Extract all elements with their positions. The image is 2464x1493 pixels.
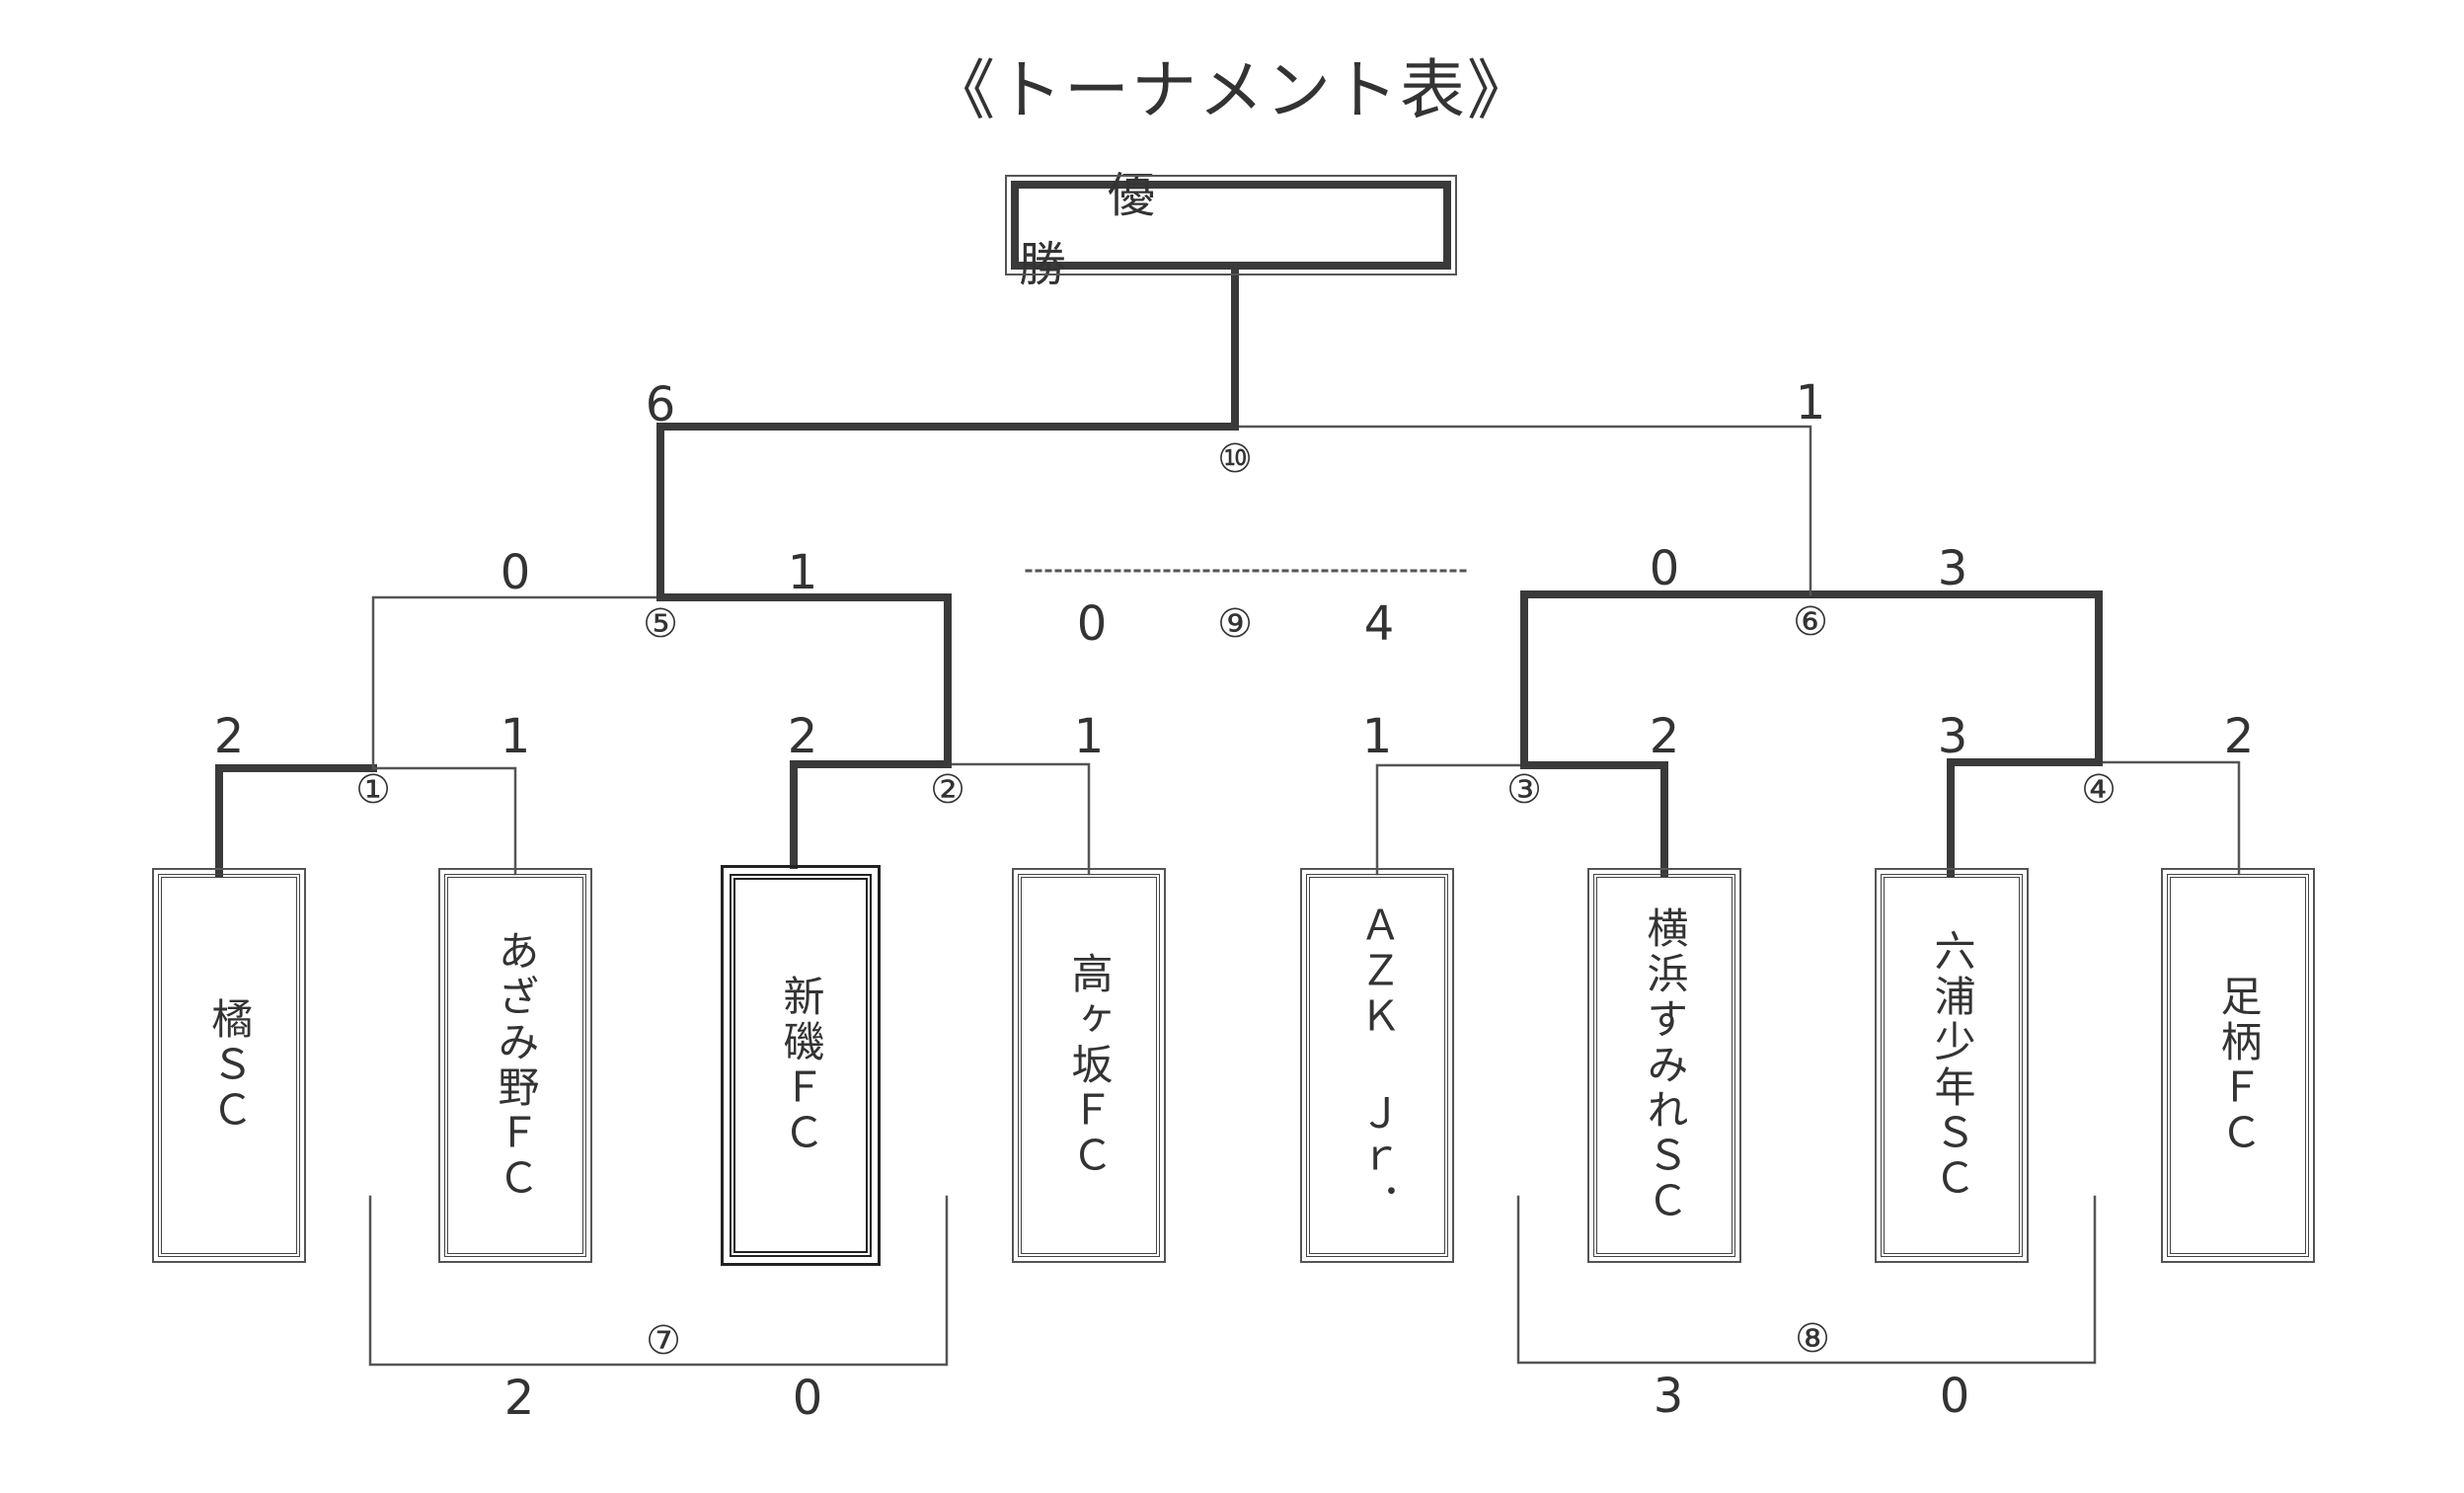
match3-score-right: 2	[1649, 709, 1680, 764]
match2-number: ②	[930, 767, 965, 813]
match7-bracket-line	[368, 1195, 949, 1367]
third-place-score-left: 0	[1076, 596, 1108, 652]
match3-winner-line	[1520, 761, 1668, 878]
team-box-5: ＡＺＫ Ｊｒ．	[1300, 868, 1454, 1263]
match6-score-left: 0	[1649, 541, 1680, 596]
match6-winner-line	[1807, 590, 2103, 766]
team-box-3-champion: 新磯ＦＣ	[721, 865, 881, 1266]
match8-score-left: 3	[1653, 1369, 1684, 1424]
match5-score-right: 1	[787, 545, 818, 600]
match2-score-left: 2	[787, 709, 818, 764]
match6-score-right: 3	[1937, 541, 1968, 596]
match1-winner-line	[215, 764, 377, 878]
team-box-6: 横浜すみれＳＣ	[1587, 868, 1741, 1263]
third-place-number: ⑨	[1217, 601, 1253, 647]
team-box-2: あざみ野ＦＣ	[438, 868, 592, 1263]
match7-number: ⑦	[646, 1318, 681, 1364]
match7-score-left: 2	[503, 1371, 535, 1426]
match3-number: ③	[1506, 767, 1542, 813]
final-number: ⑩	[1217, 436, 1253, 482]
match8-score-right: 0	[1939, 1369, 1970, 1424]
match4-score-left: 3	[1937, 709, 1968, 764]
match4-number: ④	[2081, 767, 2117, 813]
final-winner-line	[656, 423, 1239, 601]
match2-score-right: 1	[1073, 709, 1105, 764]
match1-score-left: 2	[213, 709, 245, 764]
match4-winner-line	[1947, 758, 2103, 878]
final-score-left: 6	[645, 377, 676, 432]
team-box-7: 六浦少年ＳＣ	[1875, 868, 2029, 1263]
champion-box: 優 勝	[1005, 168, 1457, 292]
match5-score-left: 0	[500, 545, 531, 600]
page-title: 《トーナメント表》	[930, 52, 1534, 128]
match8-bracket-line	[1516, 1195, 2097, 1365]
match1-number: ①	[355, 767, 391, 813]
match4-score-right: 2	[2223, 709, 2255, 764]
match6-loser-line	[1520, 590, 1814, 769]
match4-loser-line	[2097, 760, 2241, 876]
third-place-score-right: 4	[1363, 596, 1395, 652]
team-box-8: 足柄ＦＣ	[2161, 868, 2315, 1263]
match5-number: ⑤	[643, 601, 678, 647]
match2-winner-line	[790, 760, 952, 869]
final-loser-line	[1233, 425, 1812, 596]
final-score-right: 1	[1795, 375, 1826, 431]
match1-score-right: 1	[500, 709, 531, 764]
match3-loser-line	[1375, 763, 1526, 876]
match7-score-right: 0	[792, 1371, 823, 1426]
match5-loser-line	[371, 595, 662, 770]
match6-number: ⑥	[1793, 599, 1828, 645]
match2-loser-line	[946, 762, 1091, 876]
match8-number: ⑧	[1795, 1316, 1830, 1362]
match3-score-left: 1	[1361, 709, 1393, 764]
match5-winner-line	[656, 593, 952, 768]
team-box-1: 橘ＳＣ	[152, 868, 306, 1263]
match1-loser-line	[371, 766, 517, 876]
team-box-4: 高ヶ坂ＦＣ	[1012, 868, 1166, 1263]
